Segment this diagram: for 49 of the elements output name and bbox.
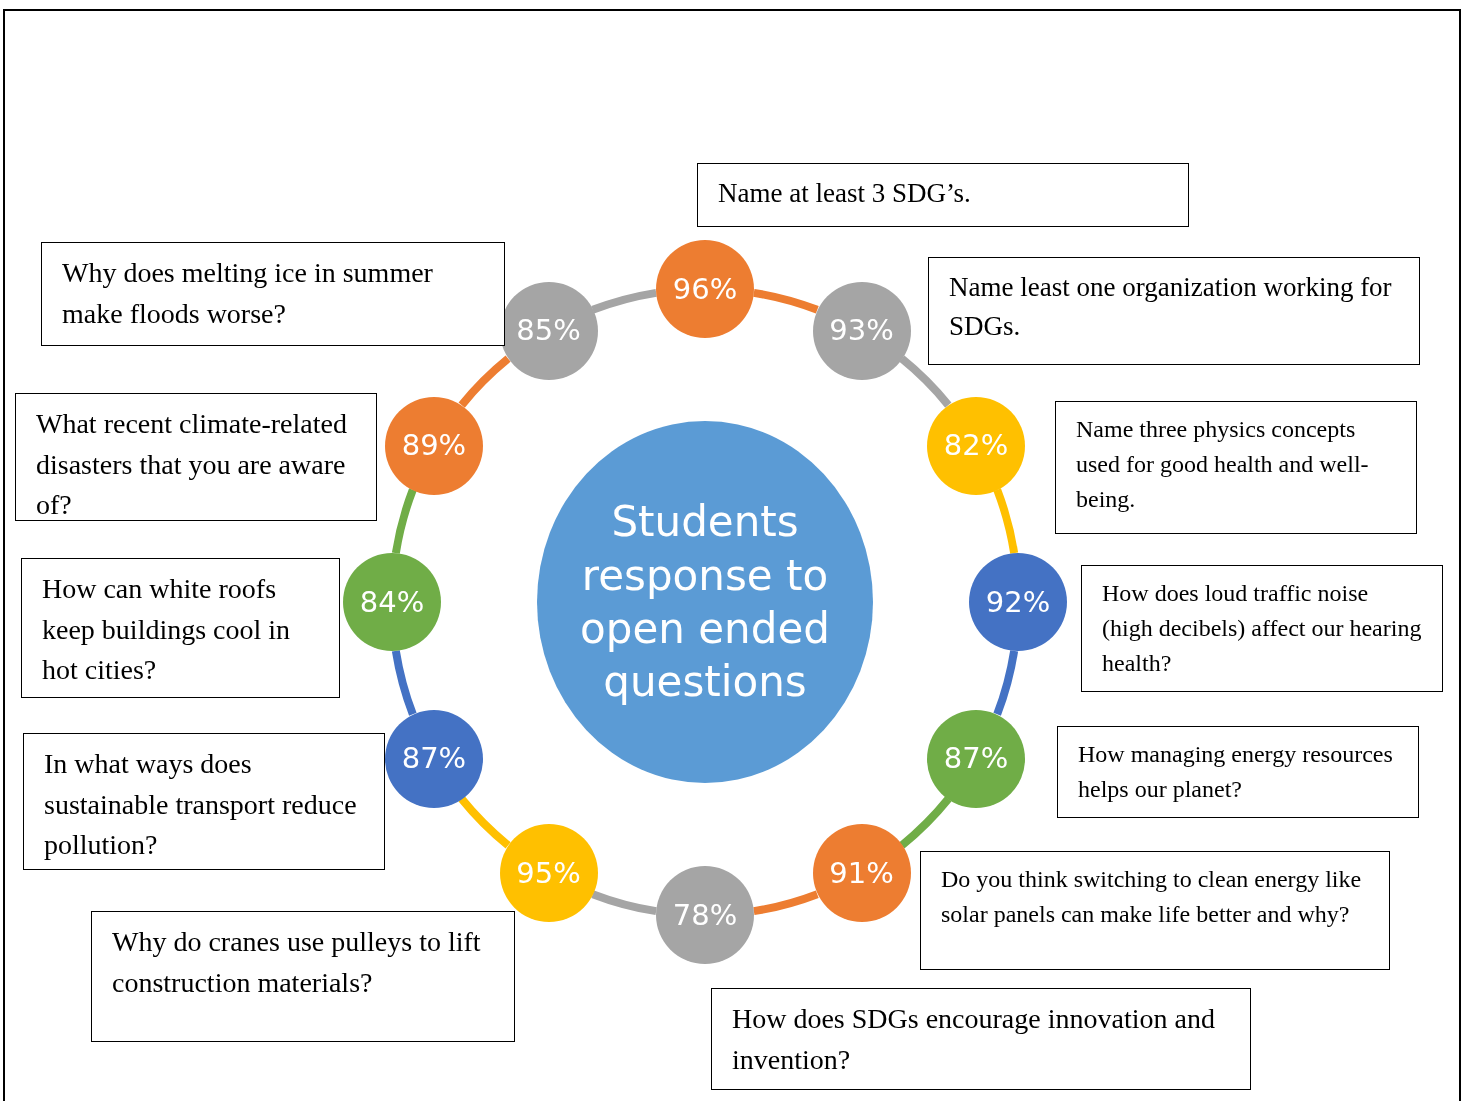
question-text: How can white roofs keep buildings cool in hot cities? (42, 572, 292, 688)
percentage-label: 87% (943, 744, 1009, 773)
question-box (920, 851, 1390, 970)
ring-connector (753, 890, 819, 916)
ring-connector (993, 650, 1019, 716)
question-text: How does SDGs encourage innovation and invention? (732, 1002, 1216, 1077)
ring-connector (899, 796, 952, 849)
question-box (928, 257, 1420, 365)
question-text: Name three physics concepts used for good health and well-being. (1076, 415, 1370, 514)
percentage-label: 78% (672, 900, 738, 930)
percentage-label: 89% (401, 431, 467, 460)
percentage-label: 87% (401, 744, 467, 773)
percentage-label: 91% (829, 858, 894, 888)
question-text: What recent climate-related disasters that you are aware of? (36, 407, 348, 523)
question-box (1081, 565, 1443, 692)
percentage-label: 93% (829, 316, 894, 346)
question-text: Name least one organization working for SDGs. (949, 271, 1393, 344)
question-text: Do you think switching to clean energy like solar panels can make life better and why? (941, 865, 1363, 929)
question-box (15, 393, 377, 521)
question-text: Name at least 3 SDG’s. (718, 177, 971, 210)
percentage-label: 84% (359, 587, 425, 617)
ring-connector (391, 650, 417, 716)
percentage-label: 95% (516, 858, 581, 888)
question-text: Why do cranes use pulleys to lift construction materials? (112, 925, 482, 1000)
question-box (1057, 726, 1419, 818)
ring-connector (993, 488, 1019, 554)
question-box (21, 558, 340, 698)
question-box (697, 163, 1189, 227)
question-text: How does loud traffic noise (high decibels) affect our hearing health? (1102, 579, 1422, 678)
question-box (23, 733, 385, 870)
percentage-label: 85% (516, 316, 581, 346)
ring-connector (391, 488, 417, 554)
ring-connector (591, 288, 657, 314)
ring-connector (458, 796, 511, 849)
question-box (1055, 401, 1417, 534)
percentage-label: 92% (985, 587, 1051, 617)
question-text: Why does melting ice in summer make floods worse? (62, 256, 434, 331)
question-text: How managing energy resources helps our planet? (1078, 740, 1394, 804)
ring-connector (458, 355, 511, 408)
center-title: Students response to open ended questions (579, 496, 831, 709)
question-text: In what ways does sustainable transport reduce pollution? (44, 747, 358, 863)
ring-connector (899, 355, 952, 408)
ring-connector (753, 288, 819, 314)
question-box (41, 242, 505, 346)
question-box (711, 988, 1251, 1090)
question-box (91, 911, 515, 1042)
percentage-label: 82% (943, 431, 1009, 460)
ring-connector (591, 890, 657, 916)
percentage-label: 96% (672, 274, 738, 304)
